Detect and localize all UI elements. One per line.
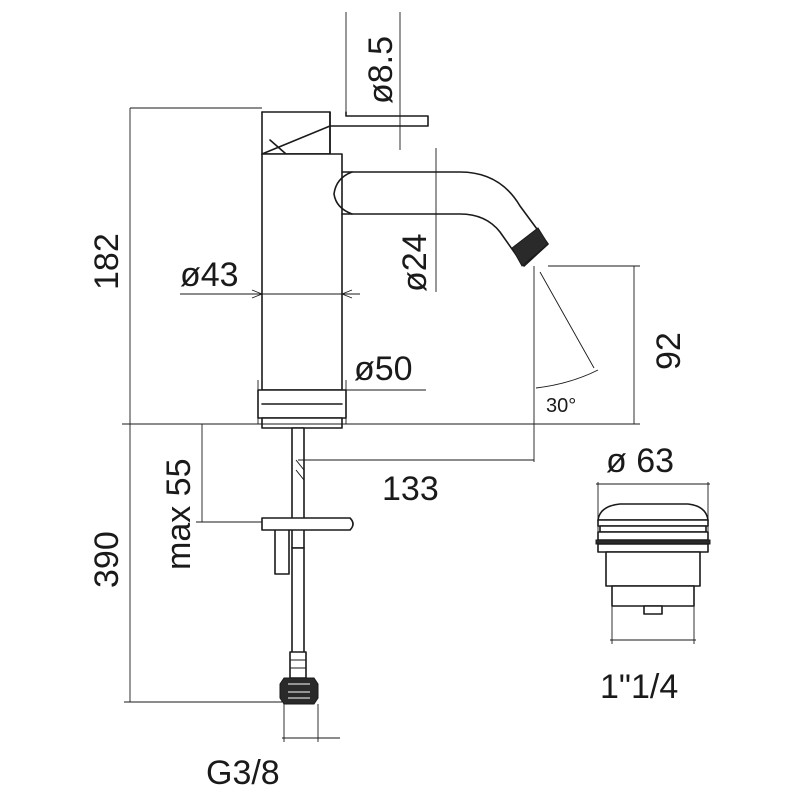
- clamp-plate: [261, 517, 354, 531]
- drain-cap: [597, 503, 709, 521]
- lever-collar: [269, 139, 331, 155]
- faucet-body: [257, 111, 549, 429]
- aerator-tip: [511, 227, 549, 267]
- label-hose-connection: G3/8: [206, 754, 280, 792]
- label-drain-diameter: ø 63: [606, 442, 674, 480]
- label-spray-angle: 30°: [546, 395, 576, 417]
- drain-body: [605, 551, 701, 587]
- lever-handle: [261, 111, 429, 155]
- label-base-diameter: ø50: [354, 350, 413, 388]
- dimension-lines: [122, 12, 640, 742]
- label-max-counter-thickness: max 55: [160, 459, 198, 571]
- label-lever-diameter: ø8.5: [362, 36, 400, 104]
- label-total-height: 182: [88, 233, 126, 290]
- drain-assembly: [595, 482, 711, 644]
- hose-nut: [279, 677, 319, 705]
- under-counter-assembly: [261, 427, 354, 705]
- flex-hose: [291, 547, 305, 659]
- label-hose-length: 390: [88, 531, 126, 588]
- label-drain-thread: 1"1/4: [600, 668, 678, 706]
- body-cylinder: [261, 153, 343, 391]
- label-spout-diameter: ø24: [396, 233, 434, 292]
- secondary-rod: [274, 527, 290, 575]
- label-spout-reach: 133: [382, 470, 439, 508]
- label-spout-height: 92: [650, 332, 688, 370]
- hose-nut-collar: [289, 651, 307, 679]
- label-body-diameter: ø43: [180, 256, 239, 294]
- base-flange: [261, 417, 343, 429]
- dimension-labels: ø8.5 182 ø43 ø24 ø50 92 30° max 55 133 3…: [88, 36, 688, 792]
